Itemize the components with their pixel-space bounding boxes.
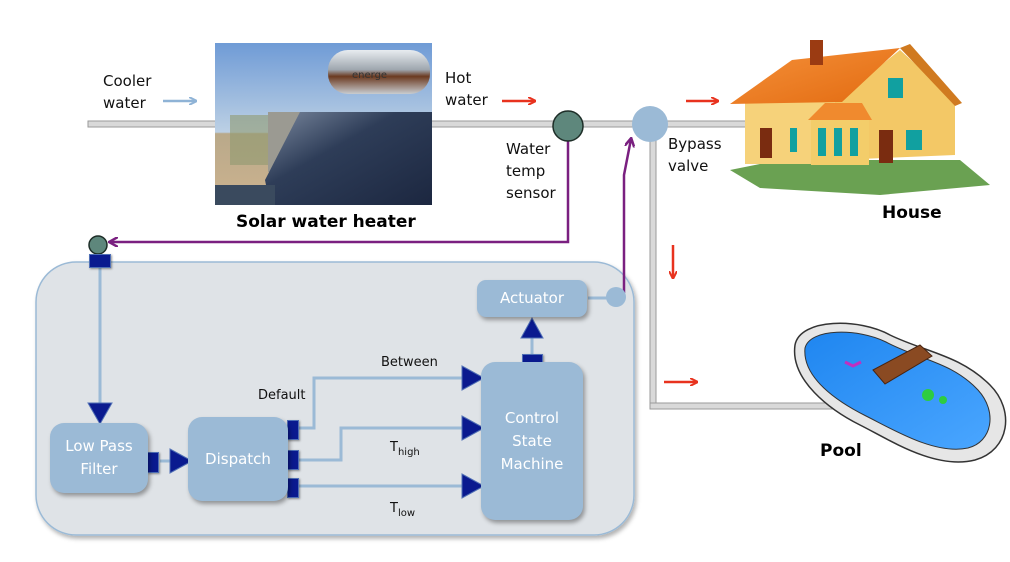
dispatch-block[interactable]: Dispatch <box>188 417 288 501</box>
sensor-signal-line <box>110 140 570 242</box>
house-image <box>730 40 990 195</box>
thigh-base: T <box>390 440 398 455</box>
tlow-sub: low <box>397 508 416 519</box>
sensor-input-node <box>88 235 108 255</box>
thigh-arrowhead <box>461 415 486 441</box>
sensor-line3: sensor <box>506 184 556 202</box>
tlow-label: Tlow <box>390 498 415 525</box>
actuator-label: Actuator <box>499 289 565 307</box>
lpf-input-arrowhead <box>87 402 113 426</box>
pool-image <box>793 322 1007 463</box>
actuator-input-arrowhead <box>520 316 544 339</box>
between-label: Between <box>381 355 438 370</box>
csm-label-line2: State <box>512 431 552 450</box>
sensor-line2: temp <box>506 162 546 180</box>
sensor-line1: Water <box>506 140 551 158</box>
thigh-sub: high <box>397 447 420 458</box>
solar-heater-image: energe <box>215 43 432 205</box>
default-label: Default <box>258 388 306 403</box>
hot-water-line2: water <box>445 91 488 109</box>
house-caption: House <box>882 203 942 223</box>
thigh-label: Thigh <box>390 437 420 464</box>
dispatch-default-port <box>287 420 299 440</box>
bypass-valve-label: Bypass valve <box>668 133 722 177</box>
cooler-water-label: Cooler water <box>103 70 151 114</box>
water-temp-sensor-label: Water temp sensor <box>506 138 556 204</box>
pool-caption: Pool <box>820 441 862 461</box>
between-arrowhead <box>461 365 486 391</box>
dispatch-label: Dispatch <box>205 449 271 468</box>
actuator-signal-line <box>622 139 631 293</box>
tlow-base: T <box>390 501 398 516</box>
dispatch-input-arrowhead <box>169 448 194 474</box>
lpf-label-line1: Low Pass <box>65 437 133 455</box>
tlow-arrowhead <box>461 473 486 499</box>
solar-heater-caption: Solar water heater <box>236 212 416 232</box>
csm-label-line1: Control <box>504 408 560 427</box>
controller-wiring <box>98 268 612 488</box>
lpf-label-line2: Filter <box>80 460 118 478</box>
actuator-output-node <box>606 287 626 307</box>
csm-label-line3: Machine <box>500 454 564 473</box>
valve-line2: valve <box>668 157 709 175</box>
valve-line1: Bypass <box>668 135 722 153</box>
cooler-water-line1: Cooler <box>103 72 152 90</box>
water-temp-sensor[interactable] <box>552 110 584 142</box>
dispatch-tlow-port <box>287 478 299 498</box>
input-port <box>89 254 111 268</box>
tank-brand-text: energe <box>352 70 387 81</box>
lpf-output-port <box>147 452 159 473</box>
cooler-water-line2: water <box>103 94 146 112</box>
actuator-block[interactable]: Actuator <box>477 280 587 317</box>
hot-water-line1: Hot <box>445 69 472 87</box>
bypass-valve[interactable] <box>632 106 668 142</box>
dispatch-thigh-port <box>287 450 299 470</box>
hot-water-label: Hot water <box>445 67 488 111</box>
